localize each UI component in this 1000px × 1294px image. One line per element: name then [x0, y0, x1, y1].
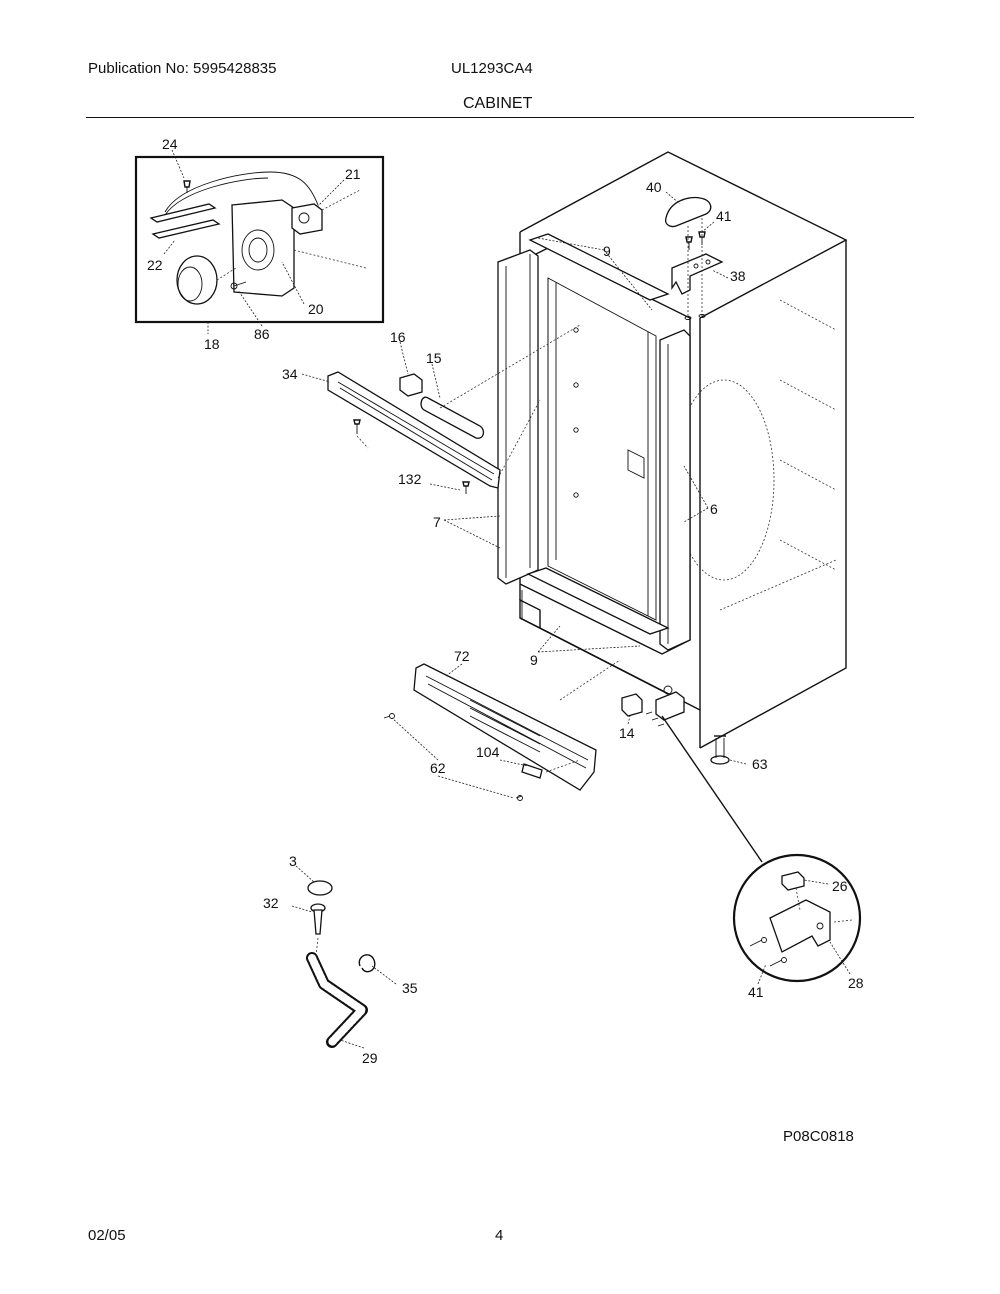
- publication-number: Publication No: 5995428835: [88, 60, 277, 77]
- callout-28: 28: [848, 975, 864, 991]
- callout-22: 22: [147, 257, 163, 273]
- section-title: CABINET: [463, 95, 533, 112]
- callout-9-top: 9: [603, 243, 611, 259]
- callout-32: 32: [263, 895, 279, 911]
- callout-21: 21: [345, 166, 361, 182]
- callout-41-top: 41: [716, 208, 732, 224]
- light-shield-assembly: [327, 324, 581, 494]
- hinge-detail-circle: [732, 853, 862, 983]
- callout-labels: 24 21 22 20 86 18 16 15 34 132 7 9 6 9 4…: [147, 136, 864, 1066]
- callout-20: 20: [308, 301, 324, 317]
- drain-assembly: [306, 880, 376, 1048]
- door-gaskets: [497, 233, 691, 651]
- callout-72: 72: [454, 648, 470, 664]
- bottom-hinge-switch: [621, 685, 763, 863]
- callout-38: 38: [730, 268, 746, 284]
- callout-15: 15: [426, 350, 442, 366]
- callout-62: 62: [430, 760, 446, 776]
- callout-34: 34: [282, 366, 298, 382]
- publication-date: 02/05: [88, 1227, 126, 1244]
- callout-104: 104: [476, 744, 500, 760]
- page-number: 4: [495, 1227, 504, 1244]
- callout-7: 7: [433, 514, 441, 530]
- inset-light-assembly: [134, 155, 385, 324]
- callout-132: 132: [398, 471, 422, 487]
- top-hinge: [664, 196, 724, 320]
- callout-35: 35: [402, 980, 418, 996]
- callout-18: 18: [204, 336, 220, 352]
- callout-14: 14: [619, 725, 635, 741]
- callout-24: 24: [162, 136, 178, 152]
- callout-6: 6: [710, 501, 718, 517]
- callout-9-bottom: 9: [530, 652, 538, 668]
- leader-lines: [163, 149, 851, 1049]
- callout-86: 86: [254, 326, 270, 342]
- kick-grille: [383, 659, 621, 801]
- header-rule: [86, 117, 914, 118]
- callout-63: 63: [752, 756, 768, 772]
- model-number: UL1293CA4: [451, 60, 533, 77]
- callout-26: 26: [832, 878, 848, 894]
- callout-41-bottom: 41: [748, 984, 764, 1000]
- diagram-code: P08C0818: [783, 1128, 854, 1145]
- callout-3: 3: [289, 853, 297, 869]
- callout-16: 16: [390, 329, 406, 345]
- callout-29: 29: [362, 1050, 378, 1066]
- callout-40: 40: [646, 179, 662, 195]
